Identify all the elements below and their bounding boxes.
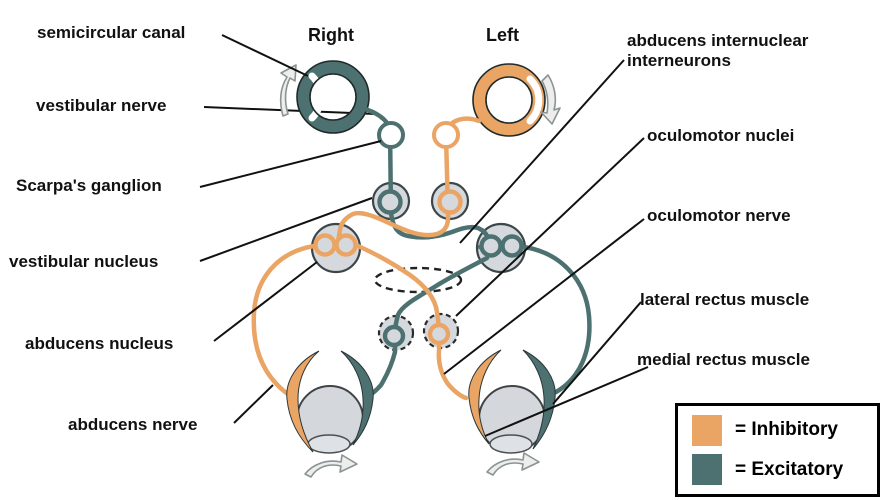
- label-vestibular-nucleus: vestibular nucleus: [9, 252, 159, 271]
- left-lateral-rectus-muscle: [522, 349, 556, 450]
- left-eye-movement-arrow-icon: [486, 452, 540, 476]
- label-abducens-nerve: abducens nerve: [68, 415, 198, 434]
- right-cupula: [308, 72, 325, 122]
- left-oculomotor-neuron: [427, 322, 451, 346]
- midline-dashed-ellipse: [373, 266, 463, 294]
- label-lateral-rectus-muscle: lateral rectus muscle: [640, 290, 810, 309]
- left-eye: [478, 385, 546, 454]
- right-oculomotor-neuron: [382, 324, 406, 348]
- pointer-vestibular-nerve: [203, 106, 377, 115]
- legend-excitatory-label: = Excitatory: [735, 458, 844, 480]
- left-cupula: [526, 75, 543, 125]
- right-medial-rectus-muscle: [340, 350, 374, 446]
- label-vestibular-nerve: vestibular nerve: [36, 96, 167, 115]
- pointer-oculomotor-nuclei: [455, 137, 645, 317]
- right-eye-movement-arrow-icon: [304, 454, 358, 478]
- pointer-medial-rectus: [484, 366, 649, 437]
- label-scarpas-ganglion: Scarpa's ganglion: [16, 176, 162, 195]
- pointer-abducens-internuclear: [459, 59, 625, 244]
- left-vestibular-neuron: [437, 189, 463, 215]
- right-abducens-neuron-2: [334, 233, 358, 257]
- right-lateral-rectus-muscle: [286, 350, 320, 453]
- pointer-abducens-nerve: [233, 384, 274, 424]
- label-oculomotor-nerve: oculomotor nerve: [647, 206, 791, 225]
- label-abducens-nucleus: abducens nucleus: [25, 334, 174, 353]
- right-canal-rotation-arrow-icon: [279, 64, 297, 117]
- left-abducens-neuron-1: [479, 234, 503, 258]
- left-scarpas-ganglion: [432, 121, 460, 149]
- left-abducens-neuron-2: [500, 234, 524, 258]
- left-eye-iris: [489, 434, 533, 454]
- legend-row-excitatory: = Excitatory: [692, 454, 877, 486]
- left-canal-rotation-arrow-icon: [540, 74, 561, 125]
- label-semicircular-canal: semicircular canal: [37, 23, 186, 42]
- pointer-oculomotor-nerve: [443, 218, 645, 375]
- label-abducens-internuclear-interneurons: abducens internuclear interneurons: [627, 31, 809, 71]
- pointer-semicircular-canal: [221, 34, 309, 77]
- right-side-title: Right: [308, 25, 354, 45]
- legend-inhibitory-label: = Inhibitory: [735, 419, 838, 441]
- excitatory-pathway: [359, 105, 592, 399]
- pointer-scarpas-ganglion: [199, 140, 382, 188]
- left-medial-rectus-muscle: [468, 349, 502, 445]
- pointer-lateral-rectus: [552, 301, 642, 405]
- pointer-lines: [199, 34, 649, 437]
- right-scarpas-ganglion: [377, 121, 405, 149]
- legend-box: = Inhibitory = Excitatory: [675, 403, 880, 497]
- inhibitory-pathway: [251, 116, 482, 401]
- right-abducens-neuron-1: [313, 233, 337, 257]
- left-semicircular-canal: [472, 63, 546, 137]
- pointer-vestibular-nucleus: [199, 197, 373, 262]
- pointer-abducens-nucleus: [213, 261, 318, 342]
- right-eye-iris: [307, 434, 351, 454]
- label-medial-rectus-muscle: medial rectus muscle: [637, 350, 810, 369]
- inhibitory-color-swatch: [692, 414, 722, 446]
- label-oculomotor-nuclei: oculomotor nuclei: [647, 126, 795, 145]
- excitatory-color-swatch: [692, 454, 722, 486]
- left-side-title: Left: [486, 25, 519, 45]
- right-abducens-nerve-loop: [251, 243, 317, 398]
- legend-row-inhibitory: = Inhibitory: [692, 414, 877, 446]
- right-semicircular-canal: [296, 60, 370, 134]
- right-vestibular-neuron: [377, 189, 403, 215]
- left-abducens-nerve-loop: [521, 244, 592, 395]
